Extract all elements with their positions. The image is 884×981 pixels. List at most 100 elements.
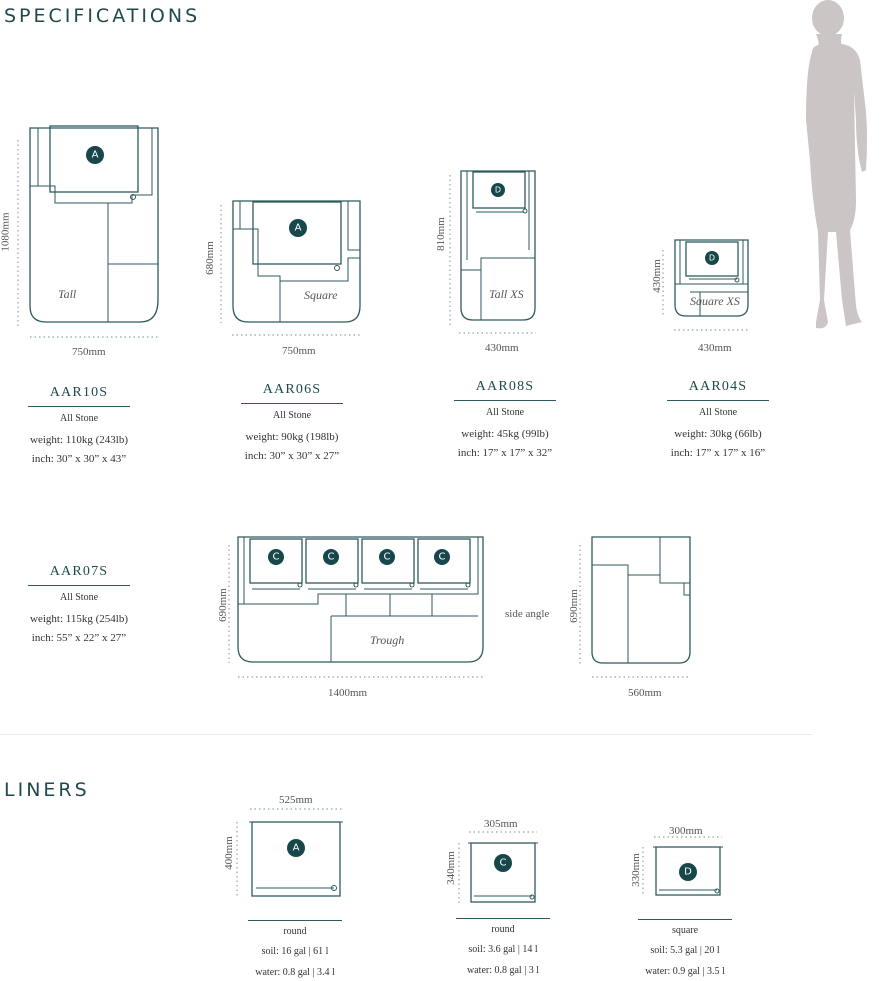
badge-c-icon: C [434, 549, 450, 565]
divider [248, 920, 342, 921]
badge-d-icon: D [679, 863, 697, 881]
divider [638, 919, 732, 920]
spec-aar10s: AAR10S All Stone weight: 110kg (243lb) i… [14, 385, 144, 469]
material: All Stone [698, 407, 738, 418]
svg-text:D: D [684, 867, 692, 878]
weight: weight: 90kg (198lb) [245, 431, 339, 443]
trough-planter-drawing [228, 536, 484, 678]
svg-text:C: C [439, 552, 446, 563]
badge-a-icon: A [287, 839, 305, 857]
badge-d-icon: D [491, 183, 505, 197]
material: All Stone [59, 413, 99, 424]
svg-text:A: A [92, 150, 99, 161]
weight: weight: 110kg (243lb) [30, 434, 128, 446]
weight: weight: 115kg (254lb) [30, 613, 128, 625]
liner-shape: round [491, 924, 515, 935]
svg-text:A: A [295, 223, 302, 234]
water-capacity: water: 0.8 gal | 3 l [467, 965, 539, 976]
divider [241, 403, 343, 404]
badge-c-icon: C [494, 854, 512, 872]
liner-c-height: 340mm [444, 851, 457, 885]
tall-xs-planter-drawing [449, 170, 536, 334]
product-code: AAR07S [49, 564, 109, 579]
trough-width: 1400mm [328, 687, 368, 699]
product-code: AAR08S [475, 379, 535, 394]
svg-text:A: A [293, 843, 300, 854]
inch-dimensions: inch: 30” x 30” x 43” [31, 453, 127, 465]
side-width: 560mm [628, 687, 662, 699]
square-label: Square [304, 288, 338, 302]
product-code: AAR04S [688, 379, 748, 394]
svg-text:C: C [384, 552, 391, 563]
square-xs-planter-drawing [662, 239, 750, 331]
svg-text:C: C [328, 552, 335, 563]
inch-dimensions: inch: 30” x 30” x 27” [244, 450, 340, 462]
divider [454, 400, 556, 401]
tall-xs-height: 810mm [434, 217, 447, 251]
square-xs-width: 430mm [698, 342, 732, 354]
liner-a-height: 400mm [222, 836, 235, 870]
water-capacity: water: 0.8 gal | 3.4 l [255, 967, 335, 978]
liner-a-drawing [236, 808, 343, 897]
human-scale-silhouette [806, 0, 867, 329]
square-width: 750mm [282, 345, 316, 357]
liner-c-drawing [458, 831, 538, 903]
tall-planter-drawing [17, 125, 160, 338]
square-planter-drawing [220, 200, 361, 336]
specifications-heading: SPECIFICATIONS [4, 5, 201, 27]
water-capacity: water: 0.9 gal | 3.5 l [645, 966, 725, 977]
liners-heading: LINERS [4, 779, 90, 801]
trough-side-drawing [579, 536, 691, 678]
badge-d-icon: D [705, 251, 719, 265]
badge-c-icon: C [379, 549, 395, 565]
badge-a-icon: A [289, 219, 307, 237]
spec-aar08s: AAR08S All Stone weight: 45kg (99lb) inc… [440, 379, 570, 463]
soil-capacity: soil: 5.3 gal | 20 l [650, 945, 720, 956]
liner-a-spec: round soil: 16 gal | 61 l water: 0.8 gal… [235, 920, 355, 981]
divider [456, 918, 550, 919]
trough-height: 690mm [216, 588, 229, 622]
divider [28, 406, 130, 407]
side-height: 690mm [567, 589, 580, 623]
divider [28, 585, 130, 586]
liner-a-width: 525mm [279, 794, 313, 806]
liner-d-height: 330mm [629, 853, 642, 887]
badge-c-icon: C [323, 549, 339, 565]
spec-aar06s: AAR06S All Stone weight: 90kg (198lb) in… [227, 382, 357, 466]
material: All Stone [59, 592, 99, 603]
tall-label: Tall [58, 287, 77, 301]
inch-dimensions: inch: 17” x 17” x 32” [457, 447, 553, 459]
liner-d-spec: square soil: 5.3 gal | 20 l water: 0.9 g… [625, 919, 745, 981]
side-angle-label: side angle [505, 608, 550, 620]
square-xs-width: 430mm [485, 342, 519, 354]
svg-text:D: D [495, 186, 501, 195]
soil-capacity: soil: 3.6 gal | 14 l [468, 944, 538, 955]
divider [667, 400, 769, 401]
tall-xs-label: Tall XS [489, 287, 524, 301]
badge-a-icon: A [86, 146, 104, 164]
square-height: 680mm [203, 241, 216, 275]
svg-text:D: D [709, 254, 715, 263]
product-code: AAR10S [49, 385, 109, 400]
spec-aar04s: AAR04S All Stone weight: 30kg (66lb) inc… [653, 379, 783, 463]
section-divider [0, 734, 812, 735]
liner-d-drawing [642, 836, 723, 896]
badge-c-icon: C [268, 549, 284, 565]
inch-dimensions: inch: 17” x 17” x 16” [670, 447, 766, 459]
weight: weight: 45kg (99lb) [461, 428, 549, 440]
soil-capacity: soil: 16 gal | 61 l [261, 946, 329, 957]
liner-c-spec: round soil: 3.6 gal | 14 l water: 0.8 ga… [443, 918, 563, 981]
material: All Stone [272, 410, 312, 421]
material: All Stone [485, 407, 525, 418]
product-code: AAR06S [262, 382, 322, 397]
liner-c-width: 305mm [484, 818, 518, 830]
square-xs-label: Square XS [690, 294, 740, 308]
square-xs-height: 430mm [650, 259, 663, 293]
liner-shape: round [283, 926, 307, 937]
inch-dimensions: inch: 55” x 22” x 27” [31, 632, 127, 644]
spec-aar07s: AAR07S All Stone weight: 115kg (254lb) i… [14, 564, 144, 648]
tall-width: 750mm [72, 346, 106, 358]
tall-height: 1080mm [0, 212, 12, 252]
liner-d-width: 300mm [669, 825, 703, 837]
